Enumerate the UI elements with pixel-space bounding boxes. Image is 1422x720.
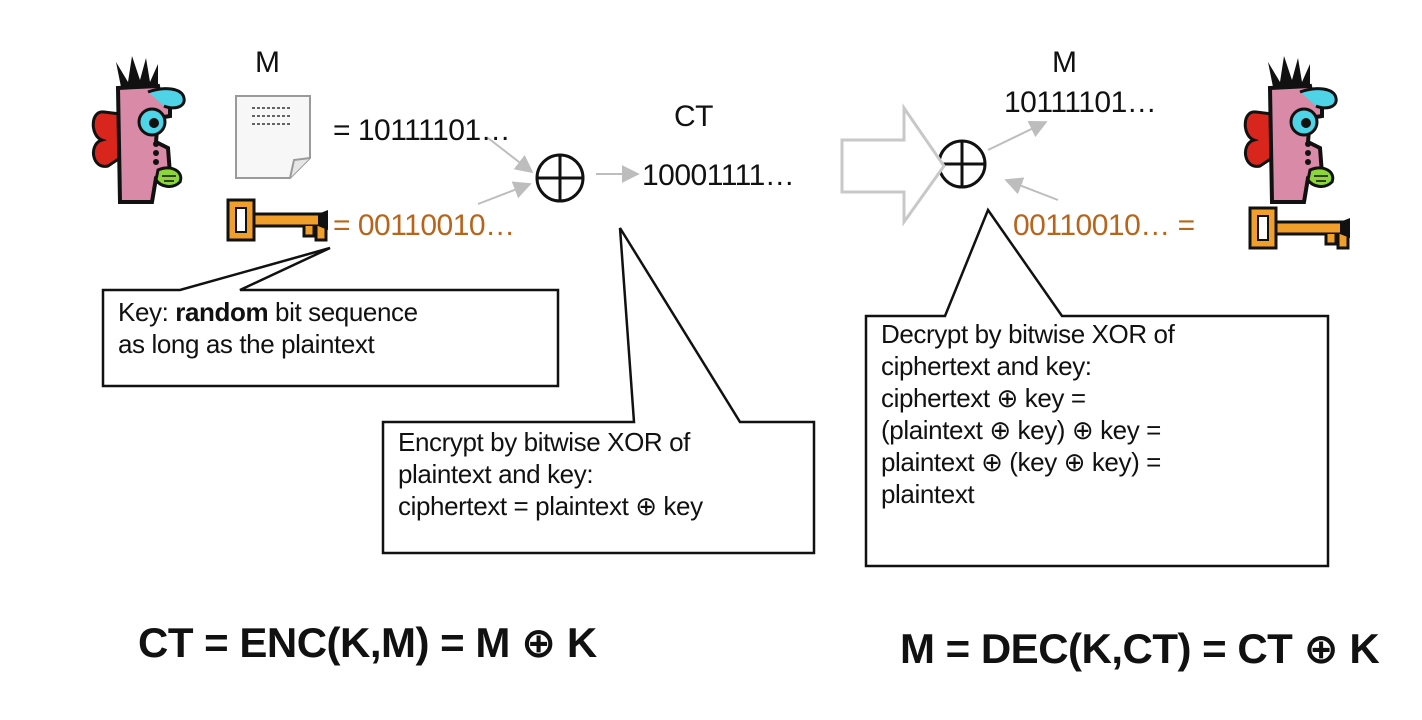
key-callout-text: Key: random bit sequence as long as the … xyxy=(118,296,418,360)
message-bits-left: = 10111101… xyxy=(333,114,511,147)
decrypt-callout-line: ciphertext ⊕ key = xyxy=(881,383,1086,413)
xor-circle-plus-icon-right xyxy=(937,139,987,189)
sender-face-icon xyxy=(91,54,187,204)
encrypt-callout-box xyxy=(381,227,816,555)
arrow-key-to-xor-right xyxy=(1004,177,1059,201)
encrypt-callout-line: ciphertext = plaintext ⊕ key xyxy=(398,491,703,521)
key-callout-line2: as long as the plaintext xyxy=(118,329,375,359)
encrypt-callout-text: Encrypt by bitwise XOR of plaintext and … xyxy=(398,426,703,522)
receiver-face-icon xyxy=(1243,54,1339,204)
decrypt-callout-line: Decrypt by bitwise XOR of xyxy=(881,319,1175,349)
decrypt-callout-box xyxy=(864,207,1330,568)
key-callout-box xyxy=(101,246,560,388)
message-label-right: M xyxy=(1052,46,1077,79)
arrow-key-to-xor xyxy=(477,181,532,205)
decrypt-formula: M = DEC(K,CT) = CT ⊕ K xyxy=(900,625,1380,672)
key-bits-left: = 00110010… xyxy=(333,209,515,242)
encrypt-callout-line: Encrypt by bitwise XOR of xyxy=(398,427,690,457)
decrypt-callout-line: plaintext xyxy=(881,479,975,509)
decrypt-callout-line: plaintext ⊕ (key ⊕ key) = xyxy=(881,447,1161,477)
key-bits-right: 00110010… = xyxy=(1013,209,1195,242)
key-callout-bold: random xyxy=(175,297,269,327)
block-arrow-icon xyxy=(840,103,946,227)
key-icon-left xyxy=(226,198,330,242)
key-callout-line1: Key: random bit sequence xyxy=(118,297,418,327)
encrypt-formula: CT = ENC(K,M) = M ⊕ K xyxy=(138,619,597,666)
message-bits-right: 10111101… xyxy=(1004,86,1157,119)
arrow-message-to-xor xyxy=(487,137,534,174)
ciphertext-label: CT xyxy=(674,100,714,133)
arrow-xor-to-message xyxy=(987,120,1048,151)
decrypt-callout-line: ciphertext and key: xyxy=(881,351,1092,381)
document-icon xyxy=(235,95,311,179)
decrypt-callout-text: Decrypt by bitwise XOR of ciphertext and… xyxy=(881,318,1175,510)
key-icon-right xyxy=(1248,206,1352,250)
encrypt-callout-line: plaintext and key: xyxy=(398,459,594,489)
message-label-left: M xyxy=(255,46,280,79)
ciphertext-bits: 10001111… xyxy=(642,159,795,192)
decrypt-callout-line: (plaintext ⊕ key) ⊕ key = xyxy=(881,415,1161,445)
xor-circle-plus-icon-left xyxy=(535,153,585,203)
